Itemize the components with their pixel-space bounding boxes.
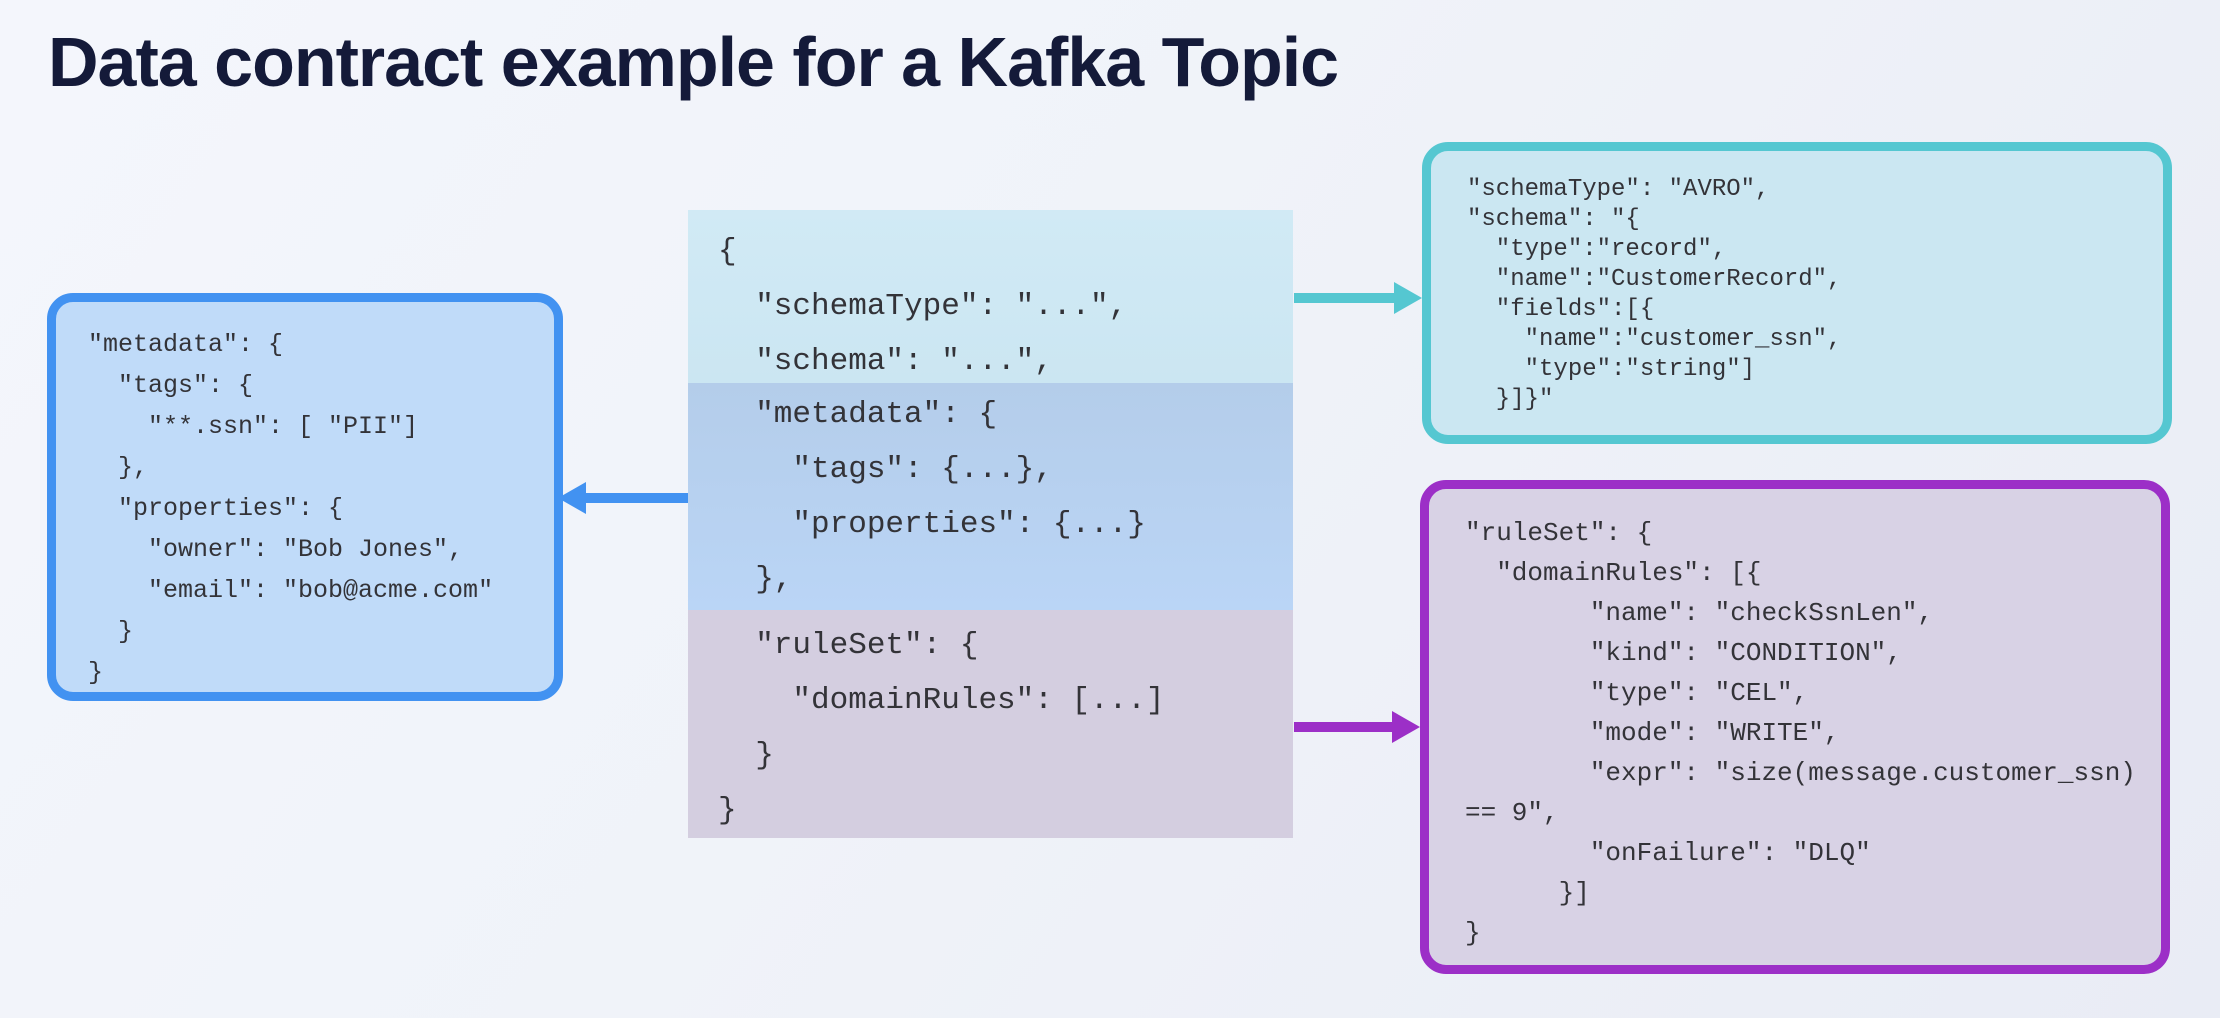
schema-arrow-shaft <box>1294 293 1398 303</box>
contract-code-block: { "schemaType": "...", "schema": "...", … <box>688 210 1293 838</box>
schema-callout-code: "schemaType": "AVRO", "schema": "{ "type… <box>1467 176 1842 413</box>
ruleset-callout-box: "ruleSet": { "domainRules": [{ "name": "… <box>1420 480 2170 974</box>
contract-metadata-section: "metadata": { "tags": {...}, "properties… <box>688 383 1293 610</box>
ruleset-callout-code: "ruleSet": { "domainRules": [{ "name": "… <box>1465 518 2136 948</box>
schema-arrow-right-head-icon <box>1394 282 1422 314</box>
contract-schema-section: { "schemaType": "...", "schema": "...", <box>688 210 1293 383</box>
ruleset-arrow-shaft <box>1294 722 1394 732</box>
metadata-callout-box: "metadata": { "tags": { "**.ssn": [ "PII… <box>47 293 563 701</box>
schema-callout-box: "schemaType": "AVRO", "schema": "{ "type… <box>1422 142 2172 444</box>
metadata-callout-code: "metadata": { "tags": { "**.ssn": [ "PII… <box>88 330 494 687</box>
contract-ruleset-section: "ruleSet": { "domainRules": [...] } } <box>688 610 1293 838</box>
ruleset-arrow-right-head-icon <box>1392 711 1420 743</box>
metadata-arrow-shaft <box>580 493 688 503</box>
contract-ruleset-code: "ruleSet": { "domainRules": [...] } } <box>718 628 1165 828</box>
contract-metadata-code: "metadata": { "tags": {...}, "properties… <box>755 397 1146 597</box>
page-title: Data contract example for a Kafka Topic <box>48 23 1339 101</box>
contract-schema-code: { "schemaType": "...", "schema": "...", <box>718 234 1128 379</box>
metadata-arrow-left-head-icon <box>558 482 586 514</box>
